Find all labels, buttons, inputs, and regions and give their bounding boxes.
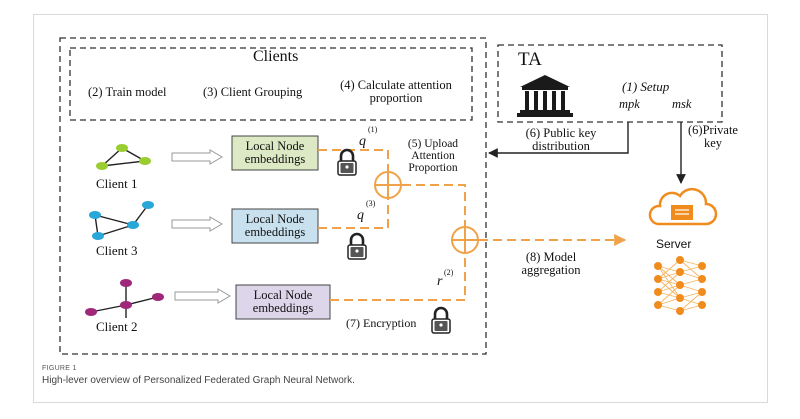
client3-label: Client 3	[96, 243, 138, 258]
weight-q1: q	[359, 134, 366, 149]
client2-to-embedding-arrow	[174, 288, 231, 304]
cloud-server-icon	[648, 187, 718, 226]
client2-embedding-label: Local Node embeddings	[252, 288, 314, 316]
step-client-grouping: (3) Client Grouping	[203, 85, 303, 99]
encryption-label: (7) Encryption	[346, 316, 417, 330]
upload-flow-lines	[318, 149, 466, 301]
neural-network-icon	[654, 256, 706, 315]
client3-embedding-label: Local Node embeddings	[244, 212, 306, 240]
clients-region-box	[59, 37, 487, 355]
aggregation-node-2	[451, 226, 479, 254]
client1-graph	[96, 144, 151, 170]
client2-label: Client 2	[96, 319, 138, 334]
client1-to-embedding-arrow	[171, 149, 223, 165]
public-key-arrow	[488, 122, 629, 158]
client3-graph	[89, 201, 154, 240]
step-attention-proportion: (4) Calculate attention proportion	[340, 78, 452, 106]
client1-embedding-box	[231, 135, 319, 171]
ta-msk: msk	[672, 97, 692, 111]
clients-steps-box	[69, 47, 473, 121]
client2-embedding-box	[235, 284, 331, 320]
client1-label: Client 1	[96, 176, 138, 191]
aggregation-node-1	[374, 171, 402, 199]
bank-building-icon	[517, 75, 573, 117]
public-key-label: (6) Public key distribution	[525, 126, 597, 154]
lock-icon-2	[346, 232, 368, 261]
ta-box	[497, 44, 723, 123]
weight-q1-sup: (1)	[368, 125, 378, 134]
ta-mpk: mpk	[619, 97, 640, 111]
ta-title: TA	[518, 49, 542, 70]
lock-icon-3	[430, 306, 452, 335]
client1-embedding-label: Local Node embeddings	[244, 139, 306, 167]
figure-label: FIGURE 1	[42, 365, 77, 372]
model-aggregation-label: (8) Model aggregation	[521, 250, 581, 278]
clients-title: Clients	[253, 48, 299, 65]
client2-graph	[85, 279, 164, 318]
private-key-label: (6)Private key	[688, 123, 738, 151]
lock-icon-1	[336, 148, 358, 177]
weight-r2-sup: (2)	[444, 268, 454, 277]
weight-q3: q	[357, 208, 364, 223]
figure-frame	[33, 14, 768, 403]
client3-to-embedding-arrow	[171, 216, 223, 232]
weight-r2: r	[437, 274, 443, 289]
figure-caption: High-lever overview of Personalized Fede…	[42, 375, 355, 386]
step-train-model: (2) Train model	[88, 85, 167, 99]
ta-setup: (1) Setup	[622, 79, 670, 94]
weight-q3-sup: (3)	[366, 199, 376, 208]
server-label: Server	[656, 237, 692, 251]
client3-embedding-box	[231, 208, 319, 244]
upload-attention-label: (5) Upload Attention Proportion	[407, 138, 459, 175]
